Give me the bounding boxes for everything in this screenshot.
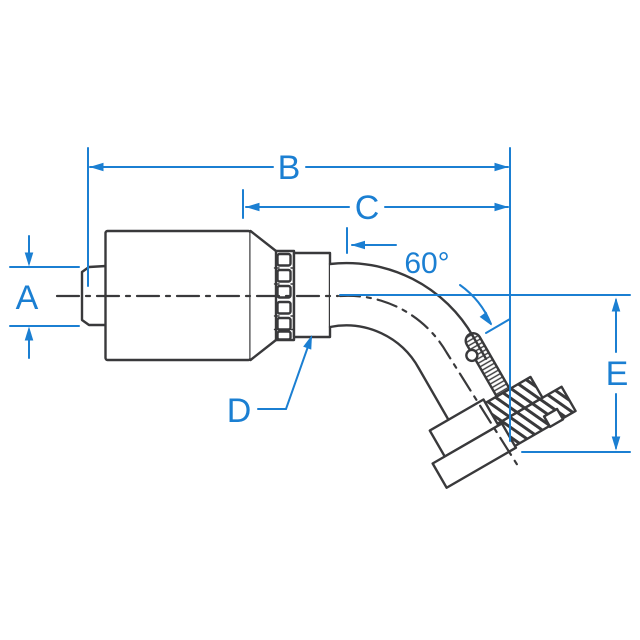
oring-notch <box>465 348 479 363</box>
dimension-c <box>242 189 509 219</box>
centerline-bend <box>338 294 520 468</box>
flange-head <box>428 332 577 489</box>
bent-tube-fill <box>330 263 486 419</box>
tube-outer-wall-bottom <box>328 324 450 421</box>
dimensions <box>9 147 631 453</box>
bend-start-reference <box>346 227 397 254</box>
dim-label-a: A <box>16 279 39 317</box>
fitting-part <box>55 229 577 489</box>
dim-label-b: B <box>278 149 301 187</box>
angle-label: 60° <box>404 247 449 280</box>
leader-d <box>257 337 312 410</box>
dim-label-e: E <box>606 355 629 393</box>
dim-label-c: C <box>355 189 380 227</box>
arrowheads <box>24 162 621 451</box>
dim-label-d: D <box>227 392 252 430</box>
flange-collar-large <box>431 422 518 489</box>
tube-outer-wall-top <box>328 261 488 360</box>
flange-face-groove <box>542 407 565 429</box>
